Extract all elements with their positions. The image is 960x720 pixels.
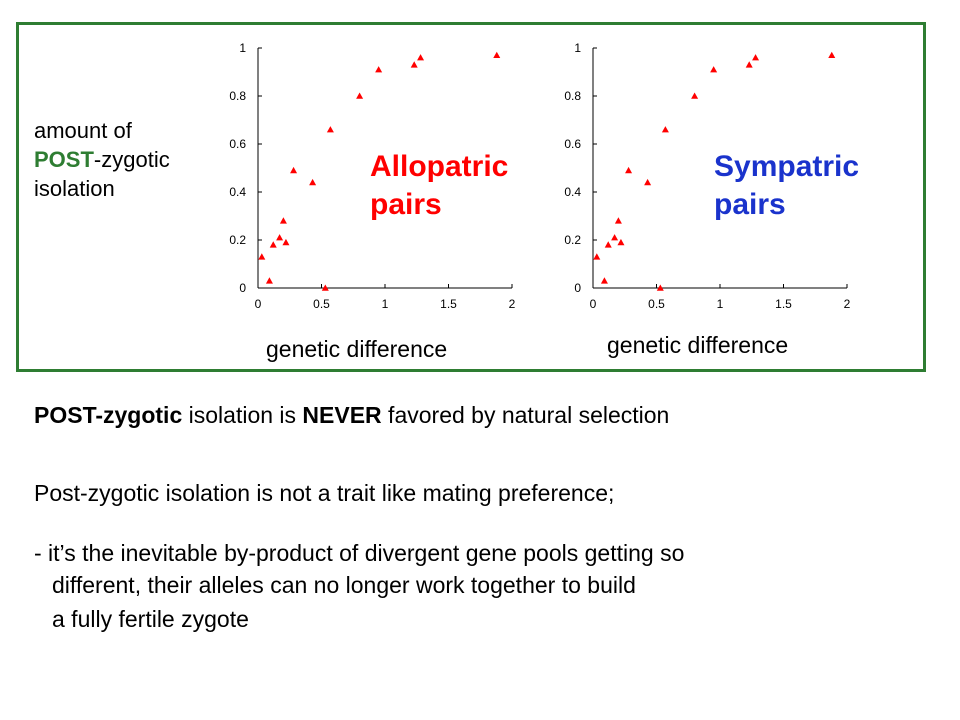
- allopatric-data-point: [265, 277, 273, 284]
- allopatric-x-tick-label: 0.5: [313, 297, 330, 311]
- bullet-continuation-1: different, their alleles can no longer w…: [52, 572, 636, 598]
- sympatric-y-tick-label: 0.6: [564, 137, 581, 151]
- allopatric-y-tick-label: 0.6: [229, 137, 246, 151]
- sympatric-y-tick-label: 0.4: [564, 185, 581, 199]
- allopatric-data-point: [282, 238, 290, 246]
- allopatric-y-tick-label: 1: [239, 41, 246, 55]
- statement-end: favored by natural selection: [381, 402, 670, 428]
- sympatric-data-point: [600, 277, 608, 284]
- sympatric-data-point: [644, 178, 652, 186]
- sympatric-data-point: [745, 61, 753, 68]
- allopatric-y-tick-label: 0.8: [229, 89, 246, 103]
- sympatric-scatter-chart: 0 0.2 0.4 0.6 0.8 1 0 0.5 1 1.5 2: [557, 36, 857, 326]
- sympatric-label-line2: pairs: [714, 188, 786, 221]
- y-axis-label: amount of POST-zygotic isolation: [34, 116, 170, 203]
- sympatric-data-point: [617, 238, 625, 246]
- sympatric-data-point: [752, 54, 760, 61]
- sympatric-data-point: [710, 66, 718, 73]
- allopatric-data-point: [269, 241, 277, 248]
- allopatric-label: Allopatric pairs: [370, 148, 540, 224]
- figure-frame: [16, 22, 926, 372]
- statement-line: POST-zygotic isolation is NEVER favored …: [34, 400, 669, 430]
- sympatric-y-tick-label: 0.8: [564, 89, 581, 103]
- allopatric-label-line2: pairs: [370, 188, 442, 221]
- sympatric-x-tick-label: 2: [844, 297, 851, 311]
- y-label-post: POST: [34, 147, 94, 172]
- sympatric-x-tick-label: 0.5: [648, 297, 665, 311]
- allopatric-y-tick-label: 0: [239, 281, 246, 295]
- sympatric-x-tick-label: 1.5: [775, 297, 792, 311]
- allopatric-data-point: [290, 166, 298, 174]
- sympatric-data-point: [604, 241, 612, 248]
- allopatric-data-point: [309, 178, 317, 186]
- sympatric-x-tick-label: 1: [717, 297, 724, 311]
- allopatric-label-line1: Allopatric: [370, 150, 509, 183]
- allopatric-y-tick-label: 0.4: [229, 185, 246, 199]
- allopatric-data-point: [326, 126, 334, 133]
- sympatric-y-tick-label: 0.2: [564, 233, 581, 247]
- allopatric-x-tick-label: 1.5: [440, 297, 457, 311]
- sympatric-y-tick-label: 1: [574, 41, 581, 55]
- allopatric-scatter-svg: 0 0.2 0.4 0.6 0.8 1 0 0.5 1 1.5 2: [229, 41, 516, 311]
- sympatric-data-point: [828, 51, 836, 58]
- allopatric-scatter-chart: 0 0.2 0.4 0.6 0.8 1 0 0.5 1 1.5 2: [222, 36, 522, 326]
- never-bold: NEVER: [302, 402, 382, 428]
- allopatric-data-point: [321, 284, 329, 291]
- sympatric-data-point: [625, 166, 633, 174]
- bullet-line: - it’s the inevitable by-product of dive…: [34, 540, 685, 566]
- allopatric-x-tick-label: 0: [255, 297, 262, 311]
- sympatric-y-tick-label: 0: [574, 281, 581, 295]
- allopatric-data-point: [356, 92, 364, 99]
- allopatric-x-tick-label: 1: [382, 297, 389, 311]
- allopatric-data-point: [276, 234, 284, 241]
- sympatric-label: Sympatric pairs: [714, 148, 904, 224]
- x-axis-label-left: genetic difference: [266, 336, 448, 362]
- sympatric-data-point: [691, 92, 699, 99]
- sympatric-label-line1: Sympatric: [714, 150, 860, 183]
- trait-line: Post-zygotic isolation is not a trait li…: [34, 480, 615, 506]
- sympatric-data-point: [593, 253, 601, 260]
- y-label-line2: POST-zygotic: [34, 145, 170, 174]
- x-axis-label-right: genetic difference: [607, 332, 789, 358]
- sympatric-data-point: [614, 217, 622, 224]
- allopatric-data-point: [493, 51, 501, 58]
- sympatric-scatter-svg: 0 0.2 0.4 0.6 0.8 1 0 0.5 1 1.5 2: [564, 41, 851, 311]
- allopatric-y-tick-label: 0.2: [229, 233, 246, 247]
- allopatric-data-point: [375, 66, 383, 73]
- sympatric-data-point: [656, 284, 664, 291]
- y-label-zygotic: -zygotic: [93, 147, 170, 172]
- bullet-continuation-2: a fully fertile zygote: [52, 606, 249, 632]
- y-label-line3: isolation: [34, 176, 115, 201]
- allopatric-data-point: [410, 61, 418, 68]
- allopatric-data-point: [258, 253, 266, 260]
- allopatric-data-point: [279, 217, 287, 224]
- sympatric-data-point: [611, 234, 619, 241]
- sympatric-data-point: [661, 126, 669, 133]
- post-zygotic-bold: POST-zygotic: [34, 402, 183, 428]
- allopatric-x-tick-label: 2: [509, 297, 516, 311]
- statement-mid: isolation is: [182, 402, 303, 428]
- allopatric-data-point: [417, 54, 425, 61]
- y-label-line1: amount of: [34, 118, 132, 143]
- sympatric-x-tick-label: 0: [590, 297, 597, 311]
